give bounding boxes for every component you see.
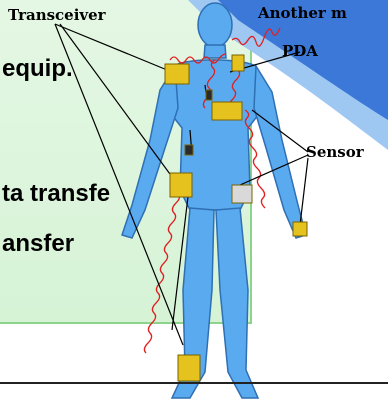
pda-neck-node [232,55,244,71]
sensor-ankle-node [178,355,200,381]
transceiver-label: Transceiver [8,6,106,24]
sensor-label: Sensor [306,143,364,161]
sensor-chest-node [212,102,242,120]
pda-label: PDA [282,42,318,60]
another-label: Another m [258,4,347,22]
sensor-waist-right-node [232,185,252,203]
transceiver-shoulder-node [165,64,189,84]
sensor-waist-left-node [170,173,192,197]
sensor-hand-node [293,222,307,236]
bottom-divider-line [0,382,388,384]
